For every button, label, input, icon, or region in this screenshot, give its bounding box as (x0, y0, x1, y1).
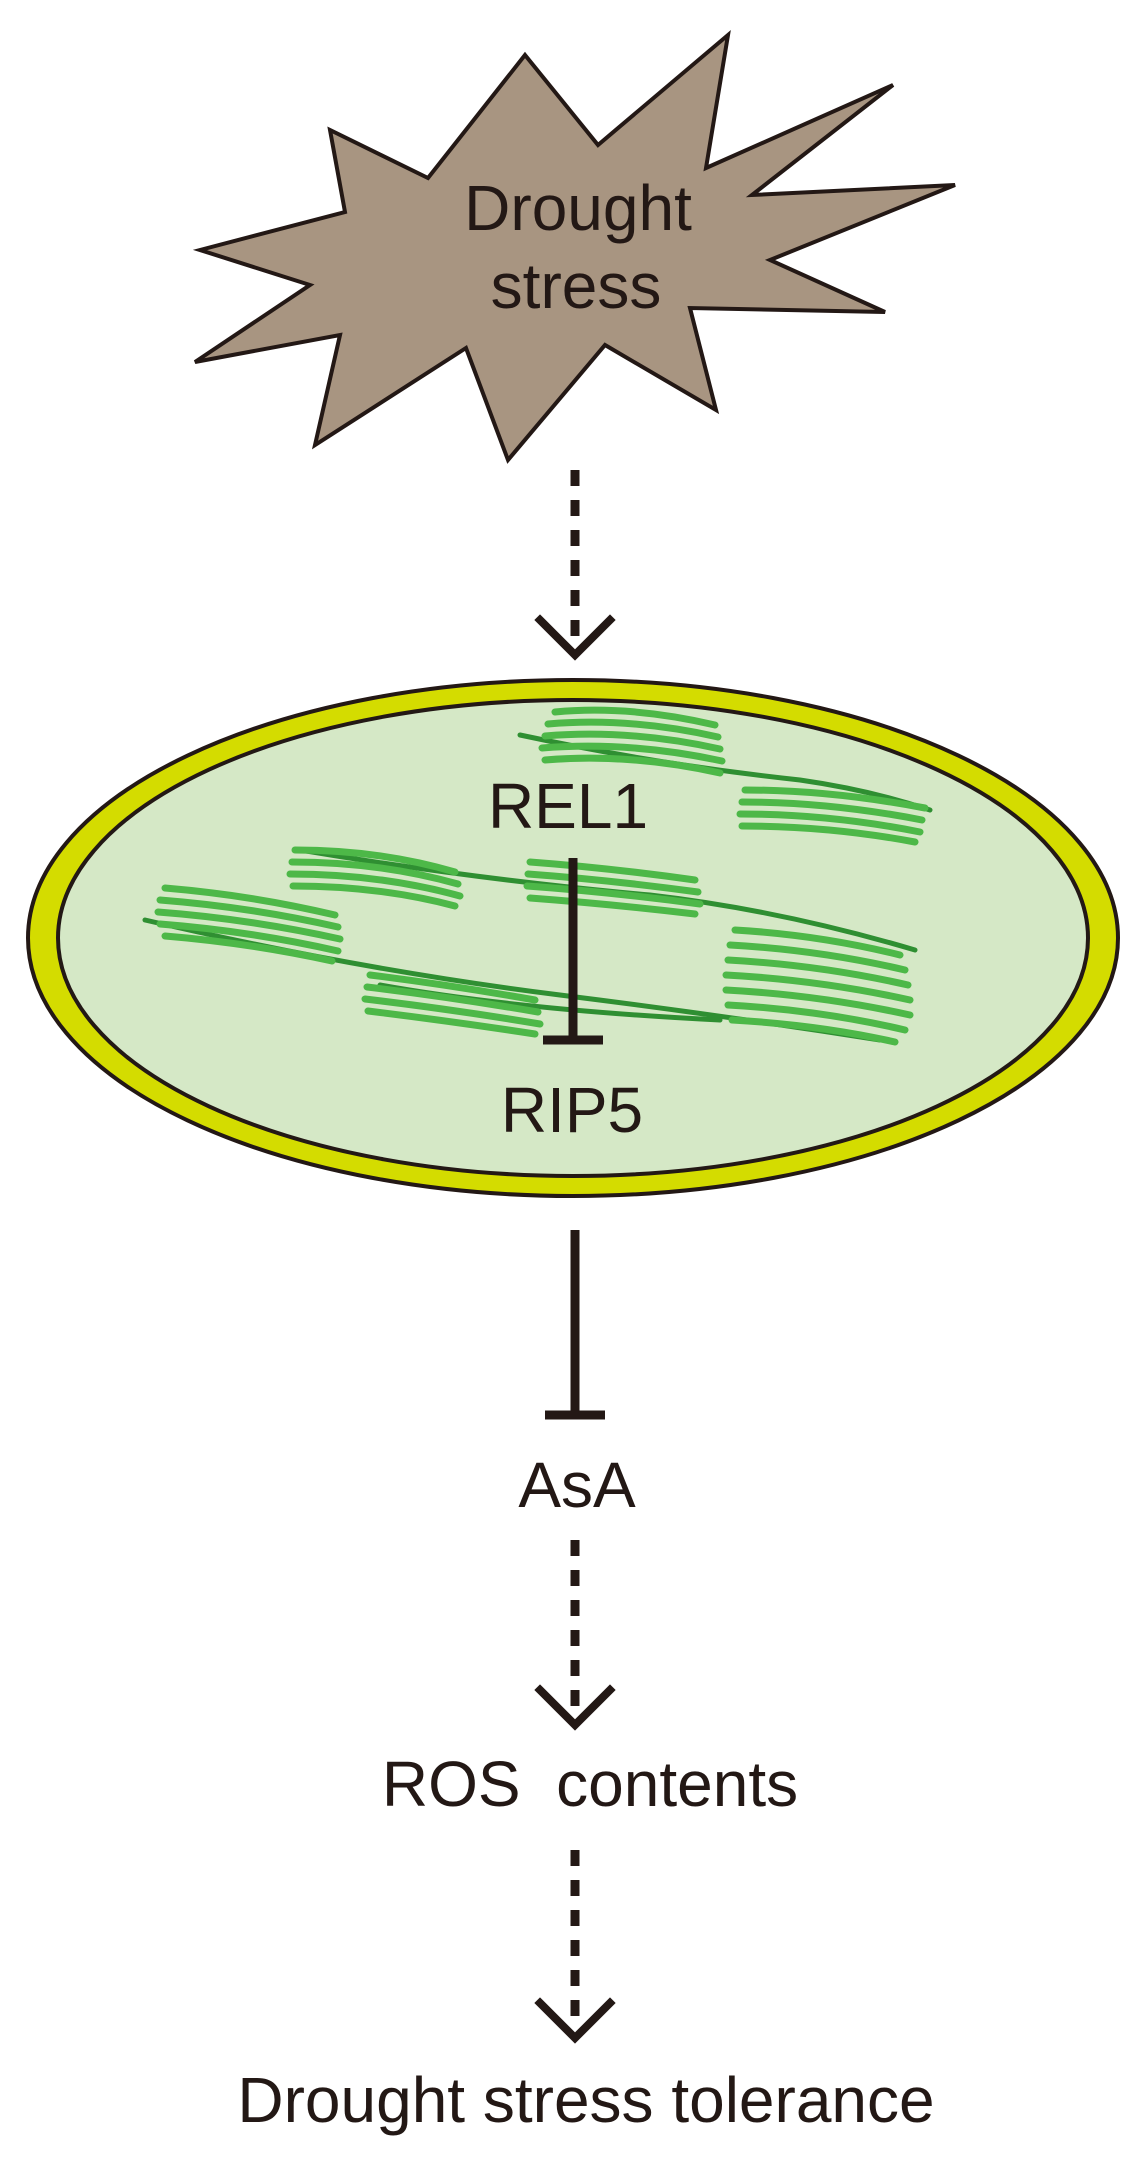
ros-contents-label: ROS contents (382, 1748, 798, 1820)
arrowhead-icon (534, 1997, 616, 2044)
asa-label: AsA (518, 1449, 636, 1521)
starburst-icon (192, 29, 956, 464)
arrow-stress-to-chloroplast (534, 470, 616, 661)
drought-stress-tolerance-label: Drought stress tolerance (237, 2064, 934, 2136)
arrow-asa-to-ros (534, 1540, 616, 1731)
grana-stacks (154, 706, 929, 1046)
inhibition-rip5-to-asa (545, 1230, 605, 1420)
rip5-label: RIP5 (501, 1074, 643, 1146)
arrowhead-icon (534, 614, 616, 661)
chloroplast: REL1 RIP5 (26, 678, 1120, 1198)
arrow-ros-to-tolerance (534, 1850, 616, 2044)
inhibition-rel1-to-rip5 (543, 858, 603, 1045)
stress-label-line2: stress (491, 250, 662, 322)
thylakoid-network (142, 706, 933, 1046)
stress-label-line1: Drought (464, 172, 692, 244)
rel1-label: REL1 (488, 770, 648, 842)
arrowhead-icon (534, 1684, 616, 1731)
drought-stress-node: Drought stress (192, 29, 956, 464)
